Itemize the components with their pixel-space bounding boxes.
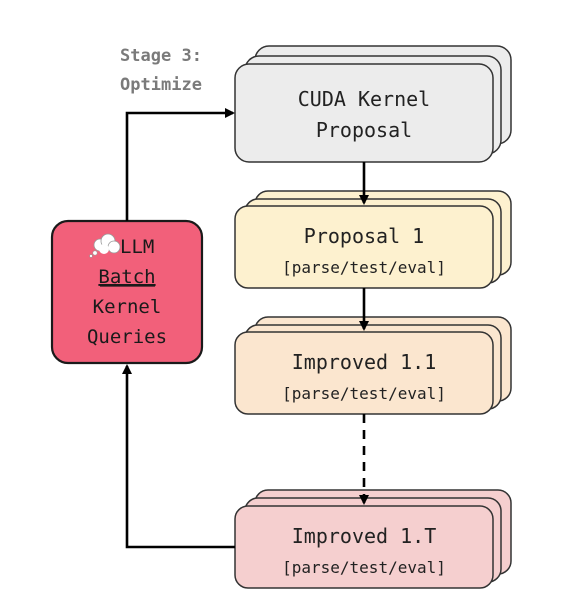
stage-label: Stage 3: Optimize	[120, 46, 202, 95]
improved-1-1-subtitle: [parse/test/eval]	[282, 384, 446, 403]
stage-label-line2: Optimize	[120, 75, 202, 95]
arrow-improved1t-to-llm	[122, 364, 235, 549]
proposal-1-subtitle: [parse/test/eval]	[282, 258, 446, 277]
proposal-subtitle: Proposal	[316, 118, 412, 142]
improved-1-t-title: Improved 1.T	[292, 524, 437, 548]
node-proposal-1: Proposal 1 [parse/test/eval]	[234, 190, 512, 289]
thought-bubble-icon	[89, 233, 121, 258]
node-cuda-kernel-proposal: CUDA Kernel Proposal	[234, 45, 512, 163]
llm-kernel-label: Kernel	[93, 296, 162, 318]
proposal-title: CUDA Kernel	[298, 87, 430, 111]
improved-1-1-title: Improved 1.1	[292, 350, 437, 374]
stack-card-front	[234, 63, 494, 163]
arrow-llm-to-proposal	[125, 108, 235, 221]
node-improved-1-t: Improved 1.T [parse/test/eval]	[234, 489, 512, 589]
stage-label-line1: Stage 3:	[120, 46, 202, 66]
improved-1-t-subtitle: [parse/test/eval]	[282, 558, 446, 577]
llm-queries-label: Queries	[87, 326, 167, 348]
llm-label: LLM	[120, 236, 154, 258]
llm-batch-label: Batch	[98, 266, 155, 288]
proposal-1-title: Proposal 1	[304, 224, 424, 248]
connectors	[122, 108, 369, 549]
node-improved-1-1: Improved 1.1 [parse/test/eval]	[234, 316, 512, 415]
llm-batch-box: LLM Batch Kernel Queries	[50, 219, 204, 365]
